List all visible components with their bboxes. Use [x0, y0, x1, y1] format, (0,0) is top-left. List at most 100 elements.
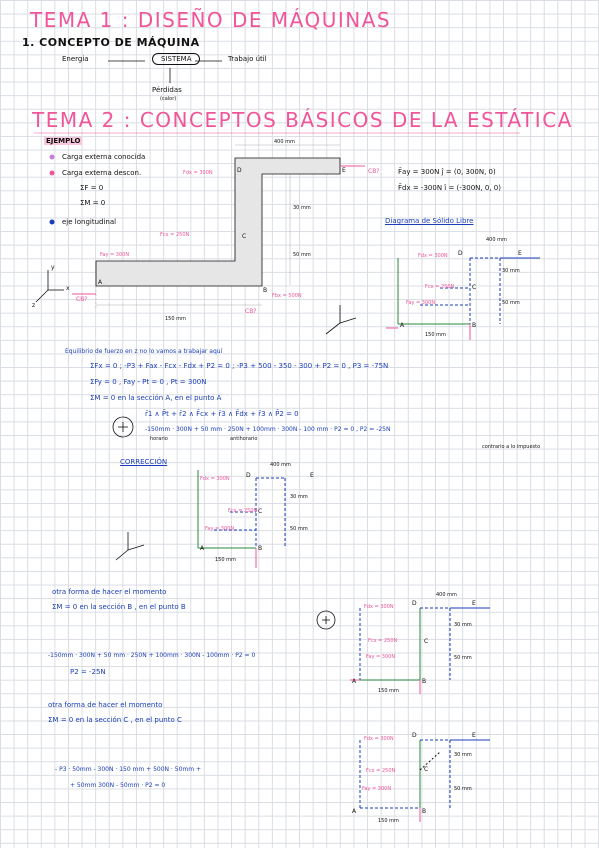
- eq-intro: Equilibrio de fuerzo en z no lo vamos a …: [65, 348, 223, 355]
- dsl-title: Diagrama de Sólido Libre: [385, 217, 474, 225]
- perdidas-label: Pérdidas: [152, 86, 182, 94]
- label-cb-left: CB?: [76, 296, 88, 303]
- label-fdx: Fdx = 300N: [183, 170, 213, 176]
- corr-d: D: [246, 472, 251, 479]
- corr-c: C: [258, 508, 263, 515]
- tema2-title: TEMA 2 : CONCEPTOS BÁSICOS DE LA ESTÁTIC…: [32, 108, 573, 132]
- corr-dim-50: 50 mm: [290, 526, 308, 532]
- otra1-fay: Fay = 300N: [366, 654, 396, 660]
- corr-a: A: [200, 545, 205, 552]
- otra1-fdx: Fdx = 300N: [364, 604, 394, 610]
- eq-line3: ΣM = 0 en la sección A, en el punto A: [90, 394, 222, 402]
- dim-400: 400 mm: [274, 139, 295, 145]
- otra1-b: B: [422, 678, 427, 685]
- ejemplo-label: EJEMPLO: [44, 137, 83, 145]
- otra2-dim-150: 150 mm: [378, 818, 399, 824]
- label-fcx: Fcx = 250N: [160, 232, 190, 238]
- otra2-dim-50: 50 mm: [454, 786, 472, 792]
- dot-eje: [49, 219, 55, 225]
- dsl1-dim-30: 30 mm: [502, 268, 520, 274]
- dsl1-d: D: [458, 250, 463, 257]
- point-e: E: [342, 167, 346, 174]
- otra2-e: E: [472, 732, 476, 739]
- axis-z: z: [32, 302, 36, 309]
- otra1-title: otra forma de hacer el momento: [52, 588, 167, 596]
- otra2-dim-30: 30 mm: [454, 752, 472, 758]
- trabajo-label: Trabajo útil: [228, 55, 267, 63]
- dsl1-e: E: [518, 250, 522, 257]
- legend-known: Carga externa conocida: [62, 153, 146, 161]
- label-fay: Fay = 300N: [100, 252, 130, 258]
- label-fbx: Fbx = 500N: [272, 293, 302, 299]
- otra2-d: D: [412, 732, 417, 739]
- otra1-dim-30: 30 mm: [454, 622, 472, 628]
- eq-contrario: contrario a lo impuesto: [482, 444, 541, 450]
- otra2-a: A: [352, 808, 357, 815]
- otra2-title: otra forma de hacer el momento: [48, 701, 163, 709]
- dsl1-dim-50: 50 mm: [502, 300, 520, 306]
- otra2-c: C: [424, 766, 429, 773]
- dsl1-fdx: Fdx = 300N: [418, 253, 448, 259]
- dim-50: 50 mm: [293, 252, 311, 258]
- axis-x: x: [66, 285, 70, 292]
- dot-unknown: [49, 170, 55, 176]
- otra1-a: A: [352, 678, 357, 685]
- dsl1-c: C: [472, 284, 477, 291]
- otra2-b: B: [422, 808, 427, 815]
- dsl1-b: B: [472, 322, 477, 329]
- corr-dim-30: 30 mm: [290, 494, 308, 500]
- point-a: A: [98, 279, 103, 286]
- corr-b: B: [258, 545, 263, 552]
- otra2-section: ΣM = 0 en la sección C , en el punto C: [48, 716, 182, 724]
- sistema-box: SISTEMA: [152, 53, 201, 65]
- axis-y: y: [51, 264, 55, 271]
- otra1-eq2: P2 = -25N: [70, 668, 106, 676]
- energia-label: Energia: [62, 55, 89, 63]
- corr-fay: Fay = 300N: [205, 526, 235, 532]
- otra1-dim-400: 400 mm: [436, 592, 457, 598]
- otra1-e: E: [472, 600, 476, 607]
- dsl1-dim-150: 150 mm: [425, 332, 446, 338]
- otra1-dim-150: 150 mm: [378, 688, 399, 694]
- corr-dim-150: 150 mm: [215, 557, 236, 563]
- correccion-title: CORRECCIÓN: [120, 458, 168, 466]
- tema1-title: TEMA 1 : DISEÑO DE MÁQUINAS: [30, 8, 392, 32]
- perdidas-sub: (calor): [160, 96, 177, 102]
- otra1-eq1: -150mm · 300N + 50 mm · 250N + 100mm · 3…: [48, 652, 256, 659]
- eq-line4: r̄1 ∧ P̄t + r̄2 ∧ F̄cx + r̄3 ∧ F̄dx + r̄…: [145, 410, 299, 418]
- dsl1-fcx: Fcx = 250N: [425, 284, 455, 290]
- eq-line1: ΣFx = 0 ; -P3 + Fax - Fcx - Fdx + P2 = 0…: [90, 362, 389, 370]
- otra2-fcx: Fcx = 250N: [366, 768, 396, 774]
- dim-150: 150 mm: [165, 316, 186, 322]
- label-cb-bottom: CB?: [245, 308, 257, 315]
- legend-sumf: ΣF = 0: [80, 184, 104, 192]
- fay-vector: F̄ay = 300N ĵ = (0, 300N, 0): [398, 168, 496, 176]
- otra1-c: C: [424, 638, 429, 645]
- otra1-d: D: [412, 600, 417, 607]
- otra1-fcx: Fcx = 250N: [368, 638, 398, 644]
- corr-fcx: Fcx = 250N: [228, 508, 258, 514]
- corr-e: E: [310, 472, 314, 479]
- point-c: C: [242, 233, 247, 240]
- dot-known: [49, 154, 55, 160]
- dsl1-fay: Fay = 300N: [406, 300, 436, 306]
- otra2-eq1: - P3 · 50mm - 300N · 150 mm + 500N · 50m…: [55, 766, 202, 773]
- point-b: B: [263, 287, 268, 294]
- fdx-vector: F̄dx = -300N î = (-300N, 0, 0): [398, 184, 501, 192]
- corr-fdx: Fdx = 300N: [200, 476, 230, 482]
- eq-line2: ΣFy = 0 , Fay - Pt = 0 , Pt = 300N: [90, 378, 207, 386]
- dsl1-dim-400: 400 mm: [486, 237, 507, 243]
- label-cb-top: CB?: [368, 168, 380, 175]
- legend-eje: eje longitudinal: [62, 218, 117, 226]
- otra2-eq2: + 50mm 300N - 50mm · P2 = 0: [70, 782, 166, 789]
- tema1-subtitle: 1. CONCEPTO DE MÁQUINA: [22, 36, 200, 49]
- eq-line5: -150mm · 300N + 50 mm · 250N + 100mm · 3…: [145, 426, 391, 433]
- point-d: D: [237, 167, 242, 174]
- eq-horario: horario: [150, 436, 168, 442]
- otra2-fdx: Fdx = 300N: [364, 736, 394, 742]
- otra1-section: ΣM = 0 en la sección B , en el punto B: [52, 603, 186, 611]
- legend-summ: ΣM = 0: [80, 199, 106, 207]
- legend-unknown: Carga externa descon.: [62, 169, 142, 177]
